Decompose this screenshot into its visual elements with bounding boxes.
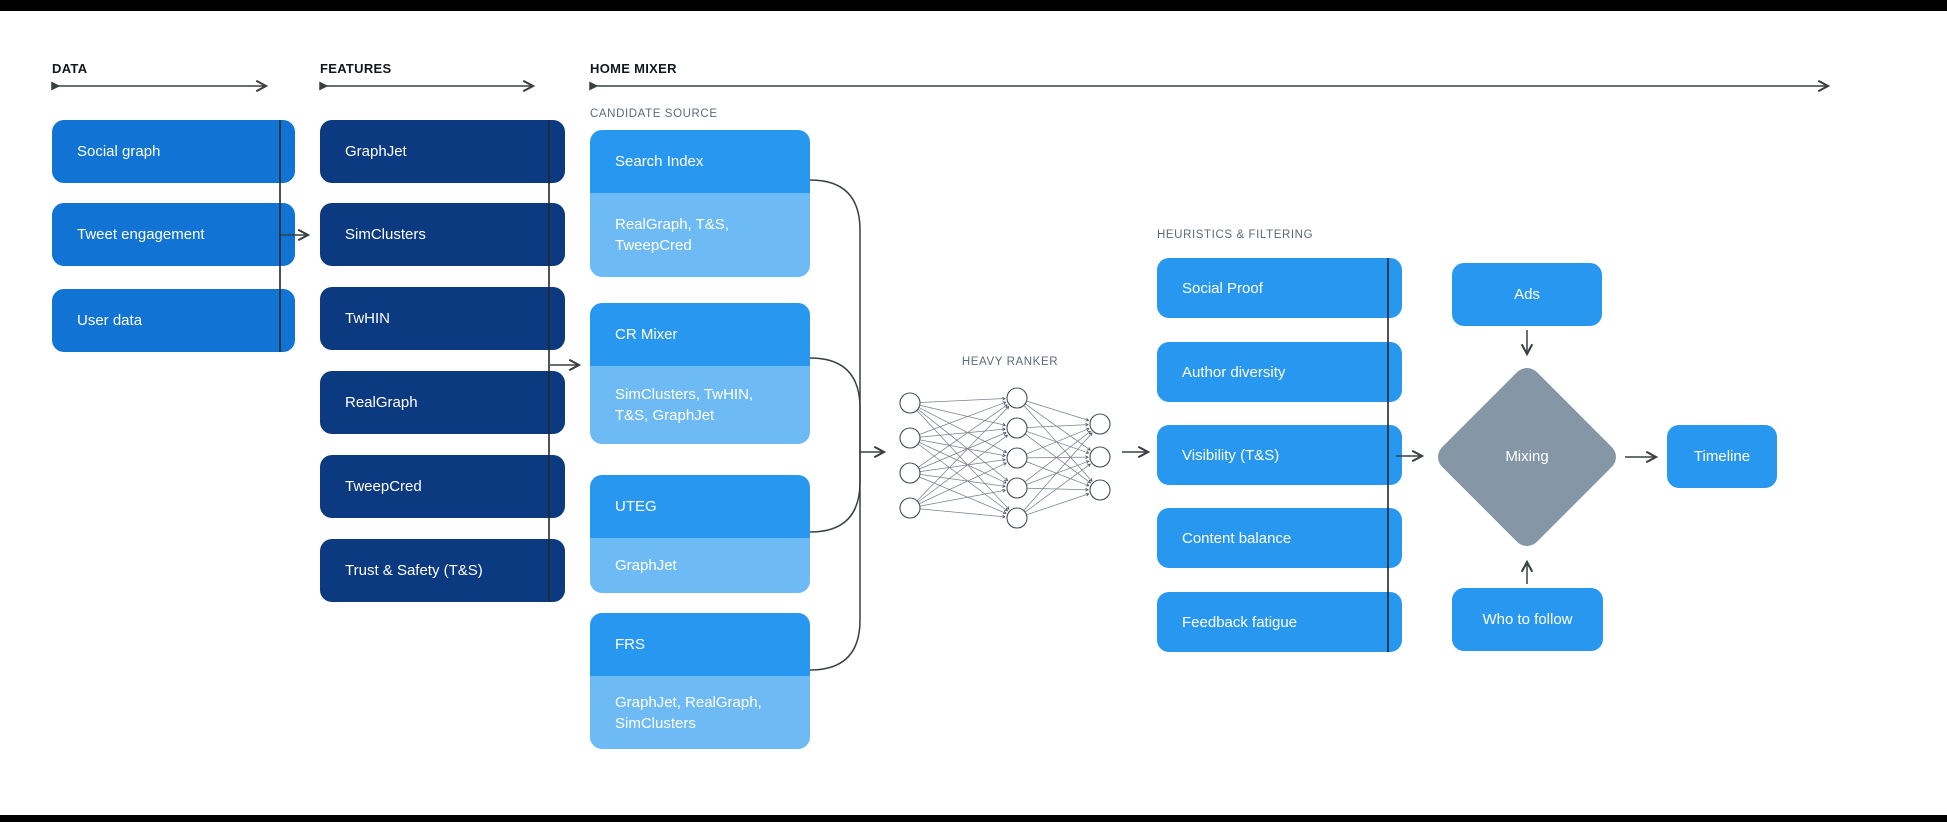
box-visibility: Visibility (T&S) [1157,425,1402,485]
neuron-node [899,392,921,414]
top-black-bar [0,0,1947,11]
curve-cr-mixer [809,357,861,452]
neuron-node [1089,479,1111,501]
box-social-proof: Social Proof [1157,258,1402,318]
candidate-frs: FRS GraphJet, RealGraph, SimClusters [590,613,810,749]
box-social-graph: Social graph [52,120,295,183]
section-header-data: DATA [52,61,88,76]
candidate-frs-features: GraphJet, RealGraph, SimClusters [590,676,810,749]
candidate-search-index-title: Search Index [590,130,810,193]
box-user-data: User data [52,289,295,352]
heavy-ranker-label: HEAVY RANKER [961,356,1059,368]
candidate-cr-mixer-title: CR Mixer [590,303,810,366]
box-ads: Ads [1452,263,1602,326]
neuron-node [899,462,921,484]
candidate-uteg: UTEG GraphJet [590,475,810,593]
box-author-diversity: Author diversity [1157,342,1402,402]
heavy-ranker-network [899,387,1111,529]
curve-frs [809,452,861,671]
box-graphjet: GraphJet [320,120,565,183]
box-trust-safety: Trust & Safety (T&S) [320,539,565,602]
candidate-uteg-title: UTEG [590,475,810,538]
box-twhin: TwHIN [320,287,565,350]
neuron-node [899,497,921,519]
candidate-cr-mixer: CR Mixer SimClusters, TwHIN, T&S, GraphJ… [590,303,810,444]
candidate-cr-mixer-features: SimClusters, TwHIN, T&S, GraphJet [590,366,810,444]
bottom-black-bar [0,815,1947,822]
box-simclusters: SimClusters [320,203,565,266]
neuron-node [1006,477,1028,499]
neuron-node [1089,413,1111,435]
box-tweepcred: TweepCred [320,455,565,518]
neuron-node [1006,447,1028,469]
box-timeline: Timeline [1667,425,1777,488]
candidate-uteg-features: GraphJet [590,538,810,593]
candidate-search-index: Search Index RealGraph, T&S, TweepCred [590,130,810,277]
box-tweet-engagement: Tweet engagement [52,203,295,266]
mixing-diamond-label: Mixing [1505,448,1549,465]
heuristics-filtering-label: HEURISTICS & FILTERING [1157,229,1314,241]
neuron-node [1089,446,1111,468]
neuron-node [1006,417,1028,439]
neuron-node [1006,507,1028,529]
box-content-balance: Content balance [1157,508,1402,568]
candidate-frs-title: FRS [590,613,810,676]
neuron-node [1006,387,1028,409]
box-who-to-follow: Who to follow [1452,588,1603,651]
box-feedback-fatigue: Feedback fatigue [1157,592,1402,652]
section-header-home-mixer: HOME MIXER [590,61,677,76]
neuron-node [899,427,921,449]
curve-uteg [809,452,861,533]
candidate-source-label: CANDIDATE SOURCE [590,108,718,120]
section-header-features: FEATURES [320,61,392,76]
curve-search-index [809,179,861,452]
candidate-search-index-features: RealGraph, T&S, TweepCred [590,193,810,277]
box-realgraph: RealGraph [320,371,565,434]
